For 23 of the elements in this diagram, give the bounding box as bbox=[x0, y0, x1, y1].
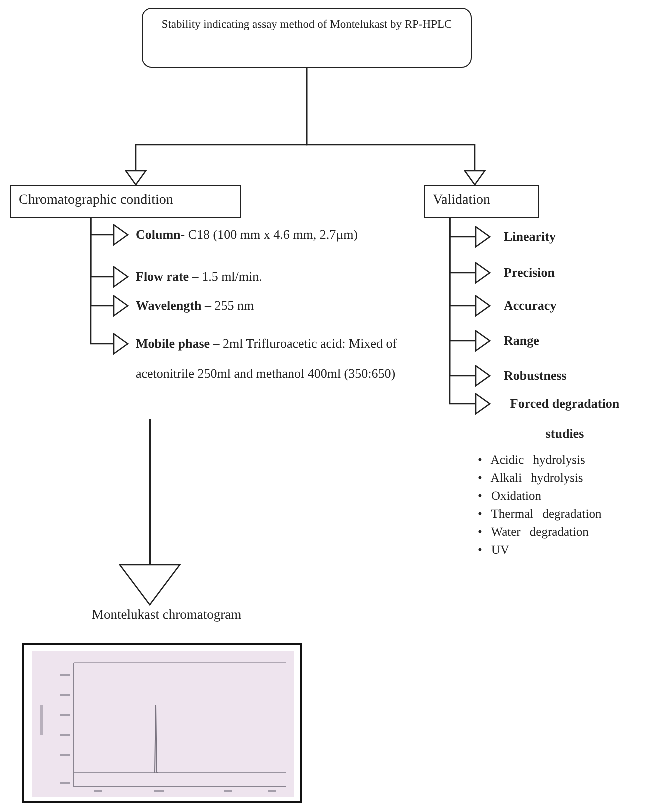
validation-item: Linearity bbox=[490, 226, 630, 248]
bullet-item: • UV bbox=[478, 542, 511, 558]
bullet-item: • Oxidation bbox=[478, 488, 542, 504]
validation-item: Accuracy bbox=[490, 295, 630, 317]
bullet-item: • Acidic hydrolysis bbox=[478, 452, 586, 468]
arrow bbox=[119, 419, 181, 606]
condition-text: Mobile phase – 2ml Trifluroacetic acid: Mixed of acetonitrile 250ml and methanol 400ml (350:650) bbox=[128, 329, 418, 419]
validation-item: Forced degradation studies bbox=[490, 389, 640, 451]
arrow bbox=[306, 68, 486, 186]
condition-text: Wavelength – 255 nm bbox=[128, 295, 348, 317]
condition-text: Flow rate – 1.5 ml/min. bbox=[128, 266, 348, 288]
validation-item: Robustness bbox=[490, 365, 630, 387]
chart-title: Montelukast chromatogram bbox=[92, 607, 242, 623]
title-box: Stability indicating assay method of Montelukast by RP-HPLC bbox=[142, 8, 472, 68]
bullet-item: • Water degradation bbox=[478, 524, 590, 540]
bullet-item: • Alkali hydrolysis bbox=[478, 470, 584, 486]
bullet-item: • Thermal degradation bbox=[478, 506, 603, 522]
validation-item: Range bbox=[490, 330, 630, 352]
arrow bbox=[90, 218, 129, 355]
heading-box: Chromatographic condition bbox=[10, 185, 241, 218]
validation-item: Precision bbox=[490, 262, 630, 284]
condition-text: Column- C18 (100 mm x 4.6 mm, 2.7µm) bbox=[128, 224, 408, 246]
heading-box: Validation bbox=[424, 185, 539, 218]
